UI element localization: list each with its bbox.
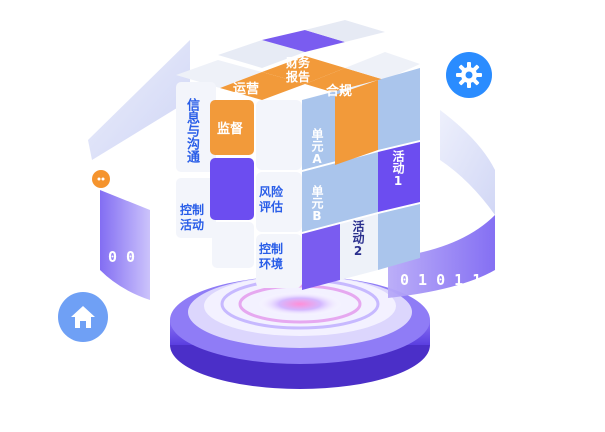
dots-icon <box>97 177 105 181</box>
cube-popout-tile <box>335 80 378 165</box>
orbit-ring-left <box>88 40 190 300</box>
label-supervision: 监督 <box>217 122 244 137</box>
gear-icon <box>456 62 482 88</box>
cube-right-face <box>302 68 420 290</box>
cube-top-face <box>176 20 420 100</box>
label-activity-2: 活动2 <box>351 220 365 258</box>
cube-left-face <box>176 82 254 268</box>
label-risk-assessment: 风险评估 <box>259 185 284 214</box>
label-info-communication: 信息与沟通 <box>184 98 199 163</box>
label-operations: 运营 <box>233 82 260 97</box>
platform-base <box>170 276 430 389</box>
label-control-environment: 控制环境 <box>259 242 284 271</box>
ring-right-binary: 0 1 0 1 1 <box>400 271 481 289</box>
cube-front-face <box>256 100 302 288</box>
label-unit-b: 单元B <box>310 185 324 223</box>
home-badge[interactable] <box>58 292 108 342</box>
small-orange-badge <box>92 170 110 188</box>
orbit-ring-right <box>388 110 495 298</box>
ring-left-binary: 0 0 <box>108 248 135 266</box>
label-compliance: 合规 <box>326 84 353 99</box>
label-financial-report: 财务报告 <box>285 56 310 84</box>
settings-badge[interactable] <box>446 52 492 98</box>
label-activity-1: 活动1 <box>391 150 405 188</box>
home-icon <box>71 306 95 328</box>
label-unit-a: 单元A <box>310 128 324 166</box>
label-control-activities: 控制活动 <box>180 203 205 232</box>
